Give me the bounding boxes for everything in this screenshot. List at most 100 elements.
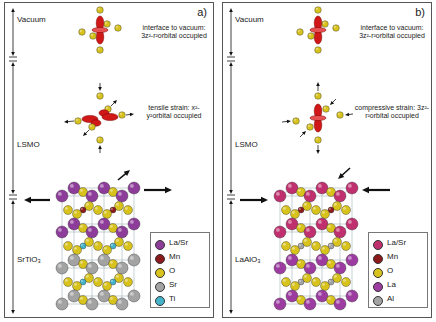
- atom-highlight: [116, 26, 118, 28]
- lattice-atom: [342, 206, 351, 215]
- lattice-atom: [321, 246, 330, 255]
- legend-text: O: [169, 266, 175, 275]
- lattice-atom: [334, 190, 346, 202]
- atom-highlight: [100, 292, 104, 296]
- lattice-atom: [321, 282, 330, 291]
- lattice-atom: [312, 242, 321, 251]
- legend-swatch: [373, 296, 383, 306]
- arrow-head: [287, 120, 291, 124]
- lattice-edge: [322, 188, 323, 296]
- strain-arrow: [368, 189, 390, 191]
- lattice-atom: [286, 254, 298, 266]
- atom-highlight: [313, 279, 316, 282]
- atom-highlight: [343, 207, 346, 210]
- atom-highlight: [111, 208, 113, 210]
- atom-highlight: [100, 256, 104, 260]
- legend-box: La/SrMnOSrTi: [150, 232, 210, 308]
- lattice-atom: [312, 206, 321, 215]
- axis-arrow-head: [11, 62, 15, 66]
- lattice-atom: [68, 254, 80, 266]
- oxygen-ball: [89, 124, 96, 131]
- axis-arrow: [13, 128, 14, 191]
- arrow-head: [113, 100, 117, 104]
- atom-highlight: [328, 189, 331, 192]
- atom-highlight: [81, 280, 83, 282]
- lattice-atom: [86, 262, 98, 274]
- arrow-head: [330, 101, 334, 105]
- atom-highlight: [322, 211, 325, 214]
- legend-text: Al: [387, 294, 394, 303]
- axis-break: [9, 195, 17, 196]
- atom-highlight: [110, 225, 113, 228]
- lattice-atom: [291, 246, 300, 255]
- atom-highlight: [130, 220, 134, 224]
- panel-tag: b): [415, 6, 425, 18]
- orbital-torus: [310, 27, 326, 32]
- atom-highlight: [65, 207, 68, 210]
- oxygen-ball: [297, 29, 304, 36]
- lattice-atom: [68, 218, 80, 230]
- oxygen-ball: [323, 106, 330, 113]
- legend-row: O: [373, 266, 425, 278]
- arrow-head: [345, 113, 349, 117]
- legend-row: O: [155, 266, 207, 278]
- atom-highlight: [116, 275, 119, 278]
- lattice-atom: [64, 242, 73, 251]
- atom-highlight: [104, 211, 107, 214]
- arrow-head: [316, 150, 320, 154]
- lattice-atom: [346, 254, 358, 266]
- oxygen-ball: [104, 21, 111, 28]
- lattice-atom: [86, 298, 98, 310]
- axis-arrow-head: [11, 8, 15, 12]
- oxygen-ball: [333, 25, 340, 32]
- atom-highlight: [98, 8, 100, 10]
- atom-highlight: [95, 207, 98, 210]
- atom-highlight: [322, 283, 325, 286]
- lattice-atom: [86, 226, 98, 238]
- axis-arrow-head: [229, 190, 233, 194]
- lattice-atom: [334, 226, 346, 238]
- lattice-atom: [116, 262, 128, 274]
- arrow-line: [318, 85, 319, 91]
- oxygen-ball: [315, 47, 322, 54]
- atom-highlight: [322, 247, 325, 250]
- atom-highlight: [88, 264, 92, 268]
- atom-highlight: [348, 292, 352, 296]
- atom-highlight: [298, 225, 301, 228]
- atom-highlight: [328, 225, 331, 228]
- atom-highlight: [106, 107, 108, 109]
- atom-highlight: [110, 297, 113, 300]
- panel-tag: a): [197, 6, 207, 18]
- lattice-atom: [286, 218, 298, 230]
- atom-highlight: [336, 192, 340, 196]
- legend-swatch: [155, 268, 165, 278]
- atom-highlight: [105, 22, 107, 24]
- atom-highlight: [88, 228, 92, 232]
- lattice-atom: [94, 242, 103, 251]
- strain-arrow: [30, 199, 50, 201]
- atom-highlight: [316, 94, 318, 96]
- lattice-atom: [103, 246, 112, 255]
- atom-highlight: [130, 256, 134, 260]
- lattice-atom: [291, 210, 300, 219]
- legend-swatch: [155, 254, 165, 264]
- axis-arrow-head: [229, 62, 233, 66]
- atom-highlight: [292, 283, 295, 286]
- region-label: Vacuum: [235, 15, 264, 24]
- lattice-atom: [56, 190, 68, 202]
- atom-highlight: [125, 243, 128, 246]
- atom-highlight: [90, 125, 92, 127]
- lattice-atom: [56, 298, 68, 310]
- lattice-atom: [316, 290, 328, 302]
- lattice-edge: [352, 188, 353, 296]
- atom-highlight: [70, 220, 74, 224]
- atom-highlight: [70, 292, 74, 296]
- atom-highlight: [80, 261, 83, 264]
- atom-highlight: [329, 208, 331, 210]
- lattice-atom: [274, 262, 286, 274]
- atom-highlight: [348, 256, 352, 260]
- atom-highlight: [318, 292, 322, 296]
- lattice-atom: [124, 278, 133, 287]
- substrate-label: LaAlO₃: [235, 255, 261, 264]
- atom-highlight: [116, 203, 119, 206]
